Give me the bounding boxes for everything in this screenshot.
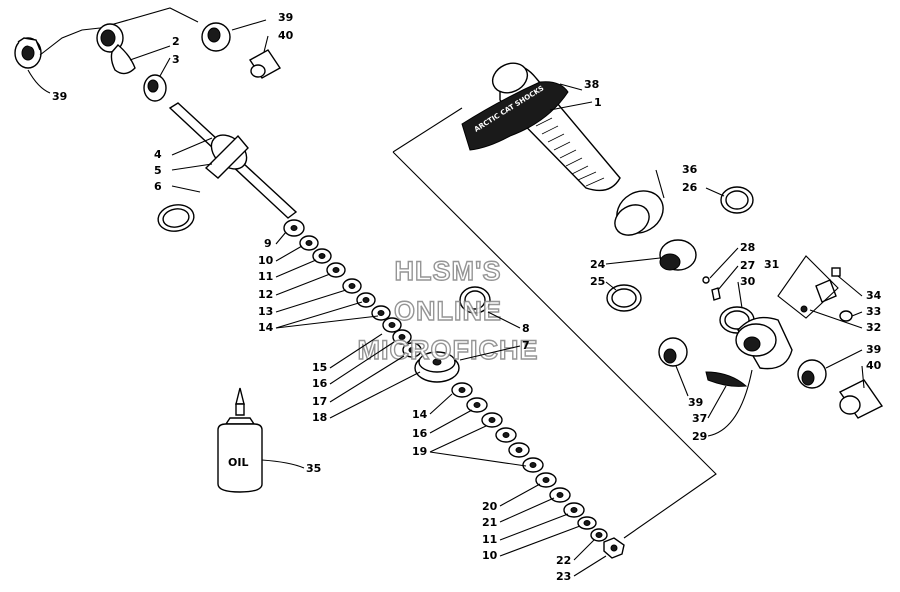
- watermark-line-3: MICROFICHE: [358, 335, 539, 365]
- nut-23: [603, 537, 625, 559]
- callout-24: 24: [590, 258, 606, 271]
- callout-labels: 39 2 3 39 40 4 5 6 9 10 11 12 13 14 15 1…: [52, 11, 882, 583]
- callout-11-a: 11: [258, 270, 273, 283]
- bushing-39-left: [14, 37, 42, 69]
- callout-12: 12: [258, 288, 273, 301]
- callout-17: 17: [312, 395, 327, 408]
- callout-16-a: 16: [312, 377, 328, 390]
- callout-10-a: 10: [258, 254, 274, 267]
- callout-40-b: 40: [866, 359, 882, 372]
- callout-31: 31: [764, 258, 779, 271]
- callout-29: 29: [692, 430, 707, 443]
- callout-33: 33: [866, 305, 881, 318]
- callout-16-b: 16: [412, 427, 428, 440]
- callout-21: 21: [482, 516, 497, 529]
- piston-band-8: [459, 286, 491, 314]
- reservoir-29: [735, 316, 793, 370]
- callout-8: 8: [522, 322, 530, 335]
- callout-11-b: 11: [482, 533, 497, 546]
- callout-32: 32: [866, 321, 881, 334]
- shim-stack-upper: [283, 219, 422, 358]
- callout-3: 3: [172, 53, 180, 66]
- callout-15: 15: [312, 361, 327, 374]
- callout-1: 1: [594, 96, 602, 109]
- callout-22: 22: [556, 554, 571, 567]
- decal-37: [705, 371, 748, 387]
- o-ring-28: [702, 276, 710, 284]
- watermark: HLSM'S ONLINE MICROFICHE: [357, 255, 539, 365]
- bushing-39-lower: [658, 337, 688, 367]
- callout-27: 27: [740, 259, 755, 272]
- callout-5: 5: [154, 164, 162, 177]
- callout-7: 7: [522, 339, 530, 352]
- sleeve-40-right: [838, 379, 884, 419]
- cap-36: [614, 190, 664, 236]
- callout-2: 2: [172, 35, 180, 48]
- watermark-line-1: HLSM'S: [395, 256, 502, 286]
- shaft-4: [168, 102, 298, 219]
- callout-4: 4: [154, 148, 162, 161]
- callout-10-b: 10: [482, 549, 498, 562]
- callout-26: 26: [682, 181, 698, 194]
- piston-7: [414, 351, 460, 383]
- callout-9: 9: [264, 237, 272, 250]
- oil-bottle-label: OIL: [228, 456, 248, 469]
- callout-20: 20: [482, 500, 498, 513]
- callout-19: 19: [412, 445, 427, 458]
- callout-35: 35: [306, 462, 321, 475]
- oil-bottle-35: OIL: [217, 387, 263, 493]
- callout-40-a: 40: [278, 29, 294, 42]
- callout-6: 6: [154, 180, 162, 193]
- watermark-line-2: ONLINE: [394, 296, 502, 326]
- reservoir-piston-24: [659, 239, 697, 271]
- callout-14-a: 14: [258, 321, 274, 334]
- callout-39-a: 39: [52, 90, 67, 103]
- shaft-eye-2: [96, 23, 136, 75]
- callout-39-d: 39: [688, 396, 703, 409]
- callout-25: 25: [590, 275, 605, 288]
- callout-36: 36: [682, 163, 698, 176]
- callout-13: 13: [258, 305, 273, 318]
- callout-28: 28: [740, 241, 755, 254]
- leader-lines: [27, 19, 865, 577]
- callout-14-b: 14: [412, 408, 428, 421]
- callout-30: 30: [740, 275, 756, 288]
- callout-39-b: 39: [278, 11, 293, 24]
- bushing-39-top: [201, 22, 231, 52]
- bushing-3: [143, 74, 167, 102]
- callout-38: 38: [584, 78, 599, 91]
- callout-37: 37: [692, 412, 707, 425]
- ring-25: [606, 284, 642, 312]
- callout-23: 23: [556, 570, 571, 583]
- valve-27: [711, 287, 721, 301]
- sleeve-40-top: [248, 49, 282, 79]
- callout-34: 34: [866, 289, 882, 302]
- shim-stack-lower: [451, 382, 608, 542]
- bushing-39-right: [797, 359, 827, 389]
- callout-39-c: 39: [866, 343, 881, 356]
- callout-18: 18: [312, 411, 327, 424]
